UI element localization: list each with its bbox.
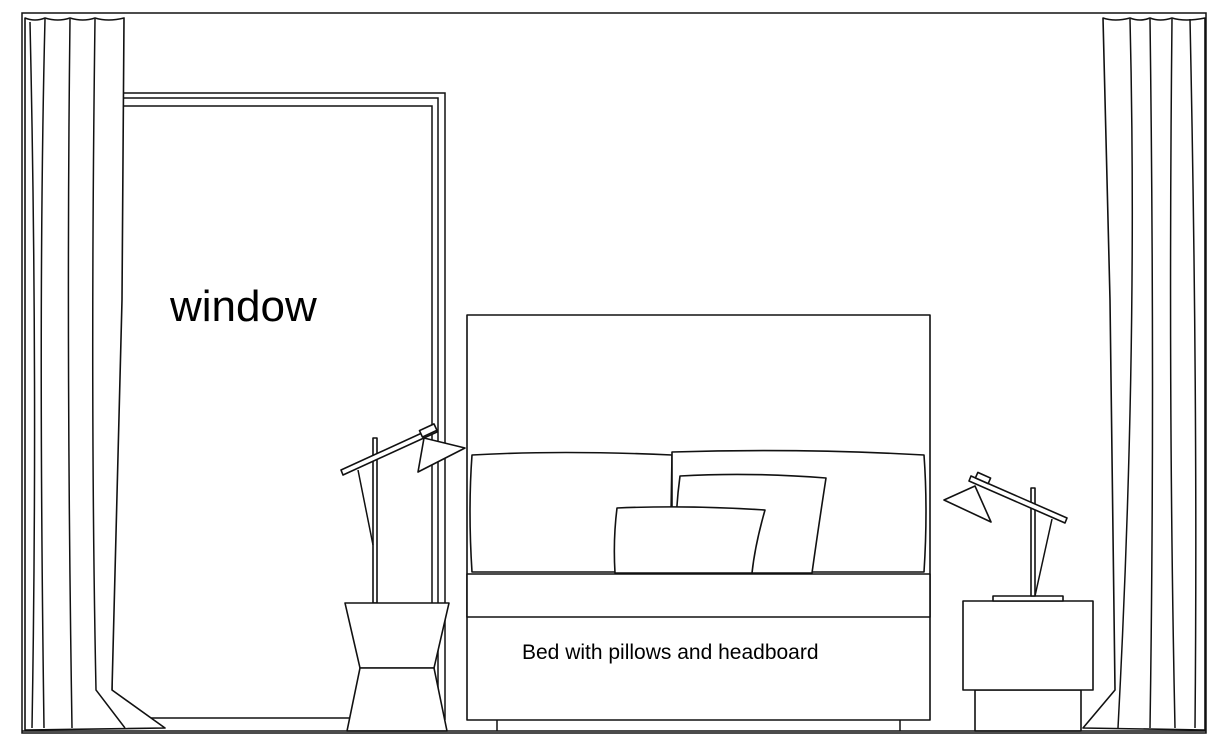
right-nightstand xyxy=(962,600,1094,732)
window-label: window xyxy=(170,282,317,331)
mattress xyxy=(466,573,931,618)
right-desk-lamp xyxy=(943,471,1068,602)
lamp-shade xyxy=(417,437,466,473)
pillow xyxy=(613,506,766,574)
bed-label: Bed with pillows and headboard xyxy=(522,641,819,664)
bed xyxy=(466,314,931,731)
left-side-table xyxy=(344,602,450,732)
left-floor-lamp xyxy=(340,423,466,604)
left-curtain xyxy=(24,17,166,731)
room-frame xyxy=(21,12,1207,734)
right-curtain xyxy=(1082,17,1206,731)
lamp-shade xyxy=(943,485,992,523)
